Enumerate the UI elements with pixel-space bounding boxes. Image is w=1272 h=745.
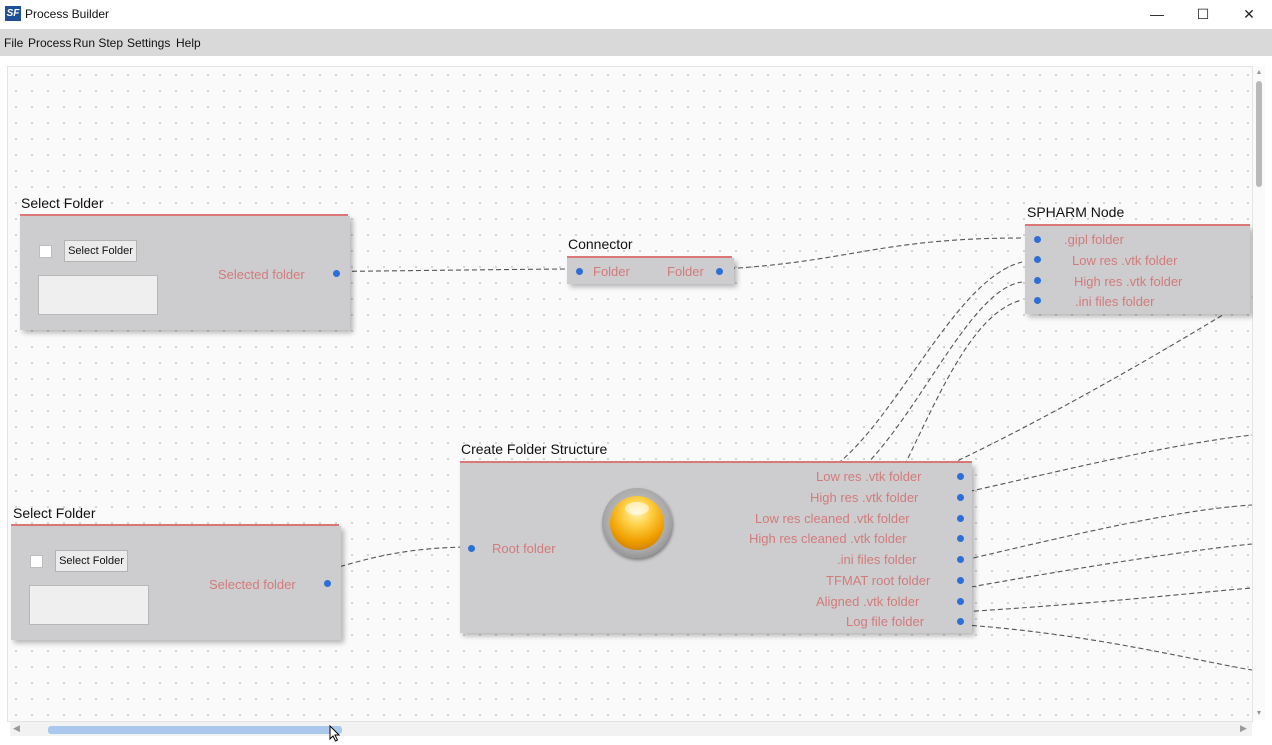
node-header-line — [20, 214, 348, 216]
output-port-label: Low res .vtk folder — [816, 469, 922, 484]
select-folder-button[interactable]: Select Folder — [55, 550, 128, 572]
horizontal-scroll-thumb[interactable] — [48, 726, 342, 734]
input-port-label: .ini files folder — [1075, 294, 1155, 309]
input-port-dot[interactable] — [1034, 297, 1041, 304]
horizontal-scrollbar[interactable]: ◀ ▶ — [10, 722, 1252, 736]
maximize-button[interactable]: ☐ — [1196, 6, 1210, 22]
scroll-up-icon[interactable]: ▲ — [1255, 69, 1263, 76]
output-port-dot[interactable] — [957, 556, 964, 563]
output-port-dot[interactable] — [957, 598, 964, 605]
node-select-folder-1[interactable]: Select Folder Selected folder — [20, 216, 350, 330]
node-spharm[interactable]: .gipl folder Low res .vtk folder High re… — [1025, 226, 1250, 314]
output-port-label: High res .vtk folder — [810, 490, 919, 505]
wire-connector-spharm — [721, 237, 1023, 270]
node-checkbox[interactable] — [39, 245, 52, 258]
wire-ini-spharm — [831, 299, 1023, 558]
input-port-dot[interactable] — [1034, 256, 1041, 263]
input-port-dot[interactable] — [468, 545, 475, 552]
node-title-connector[interactable]: Connector — [568, 236, 633, 252]
output-port-dot[interactable] — [957, 618, 964, 625]
output-port-label: Low res cleaned .vtk folder — [755, 511, 910, 526]
vertical-scrollbar[interactable]: ▲ ▼ — [1253, 66, 1265, 720]
input-port-label: Folder — [593, 264, 630, 279]
wire-lowres-spharm — [817, 261, 1023, 478]
wire-out-5 — [909, 587, 1253, 616]
output-port-dot[interactable] — [957, 473, 964, 480]
output-port-dot[interactable] — [957, 494, 964, 501]
output-port-dot[interactable] — [957, 535, 964, 542]
input-port-dot[interactable] — [576, 268, 583, 275]
scroll-down-icon[interactable]: ▼ — [1255, 710, 1263, 717]
output-port-label: TFMAT root folder — [826, 573, 931, 588]
output-port-label: Log file folder — [846, 614, 925, 629]
output-port-dot[interactable] — [324, 580, 331, 587]
node-create-folder-structure[interactable]: Root folder Low res .vtk folder High res… — [460, 463, 972, 633]
node-title-select-folder-2[interactable]: Select Folder — [13, 505, 96, 521]
menu-bar: File Process Run Step Settings Help — [0, 29, 1272, 56]
window-title: Process Builder — [25, 7, 110, 21]
node-title-select-folder-1[interactable]: Select Folder — [21, 195, 104, 211]
input-port-label: .gipl folder — [1064, 232, 1124, 247]
node-header-line — [567, 256, 732, 258]
node-title-spharm[interactable]: SPHARM Node — [1027, 204, 1125, 220]
output-port-dot[interactable] — [716, 268, 723, 275]
input-port-label: Low res .vtk folder — [1072, 253, 1178, 268]
output-port-label: Folder — [667, 264, 704, 279]
output-port-dot[interactable] — [957, 515, 964, 522]
close-button[interactable]: ✕ — [1243, 6, 1255, 22]
menu-process[interactable]: Process — [28, 36, 72, 50]
input-port-label: High res .vtk folder — [1074, 274, 1183, 289]
folder-path-field[interactable] — [29, 585, 149, 625]
title-bar: SF Process Builder — ☐ ✕ — [0, 0, 1272, 29]
input-port-label: Root folder — [492, 541, 556, 556]
wire-out-1 — [899, 296, 1253, 488]
minimize-button[interactable]: — — [1150, 6, 1164, 22]
input-port-dot[interactable] — [1034, 236, 1041, 243]
scroll-right-icon[interactable]: ▶ — [1240, 723, 1247, 733]
output-port-label: Selected folder — [218, 267, 305, 282]
menu-run-step[interactable]: Run Step — [73, 36, 124, 50]
node-header-line — [1025, 224, 1250, 226]
node-checkbox[interactable] — [30, 555, 43, 568]
menu-file[interactable]: File — [4, 36, 24, 50]
menu-help[interactable]: Help — [176, 36, 201, 50]
input-port-dot[interactable] — [1034, 277, 1041, 284]
scroll-left-icon[interactable]: ◀ — [13, 723, 20, 733]
folder-path-field[interactable] — [38, 275, 158, 315]
node-connector[interactable]: Folder Folder — [567, 258, 734, 284]
node-title-create-folder-structure[interactable]: Create Folder Structure — [461, 441, 608, 457]
output-port-label: Aligned .vtk folder — [816, 594, 920, 609]
menu-settings[interactable]: Settings — [127, 36, 171, 50]
output-port-label: High res cleaned .vtk folder — [749, 531, 907, 546]
output-port-label: Selected folder — [209, 577, 296, 592]
node-header-line — [460, 461, 972, 463]
app-logo-icon: SF — [5, 6, 21, 21]
output-port-dot[interactable] — [957, 577, 964, 584]
pointer-cursor-icon — [329, 725, 341, 742]
node-header-line — [11, 524, 339, 526]
vertical-scroll-thumb[interactable] — [1256, 81, 1262, 187]
select-folder-button[interactable]: Select Folder — [64, 240, 137, 262]
output-port-label: .ini files folder — [837, 552, 917, 567]
status-bulb-icon — [602, 488, 672, 558]
output-port-dot[interactable] — [333, 270, 340, 277]
node-select-folder-2[interactable]: Select Folder Selected folder — [11, 526, 341, 640]
wire-out-4 — [899, 543, 1253, 601]
